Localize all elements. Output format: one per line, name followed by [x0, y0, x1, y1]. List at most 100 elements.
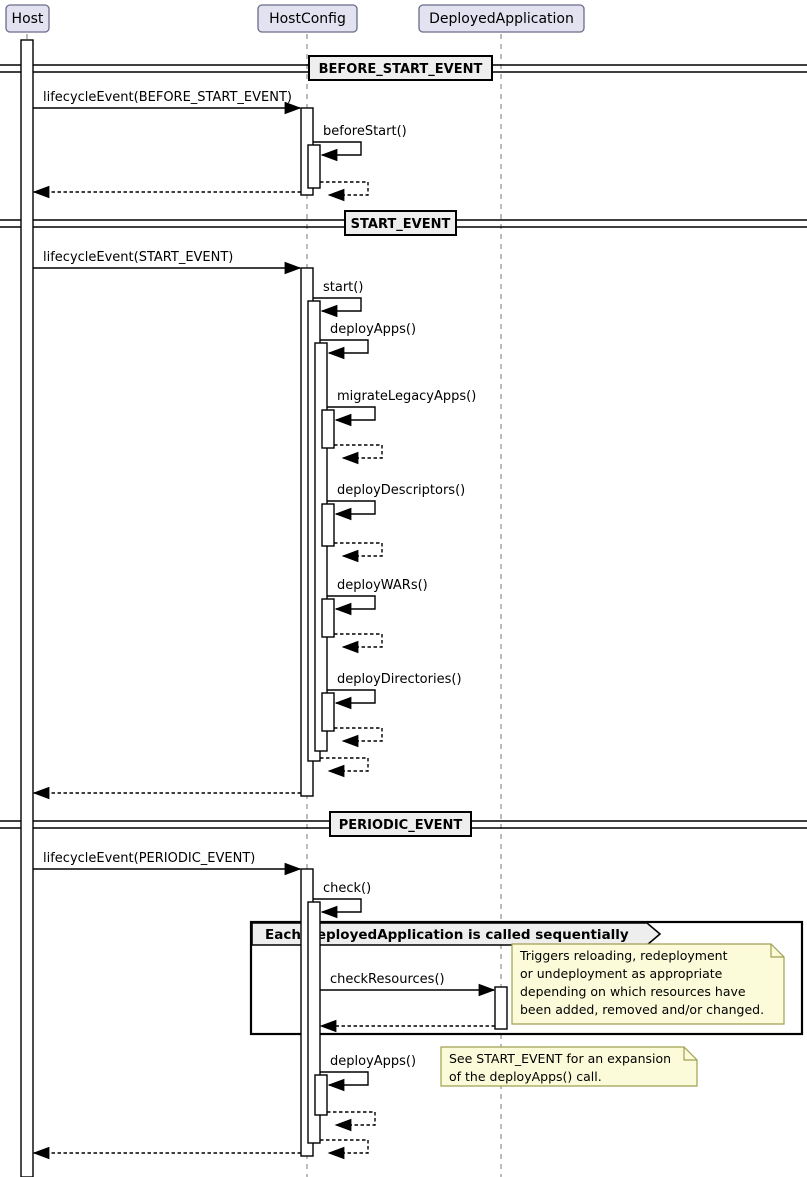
self-call-path [320, 339, 369, 360]
message-0: lifecycleEvent(BEFORE_START_EVENT) [33, 90, 302, 115]
note-checkresources: Triggers reloading, redeployment or undep… [511, 943, 785, 1025]
message-10 [334, 542, 383, 563]
note-body [440, 1046, 698, 1087]
message-label: deployWARs() [337, 578, 428, 593]
message-12 [334, 633, 383, 654]
self-call-path [313, 141, 362, 162]
message-14 [334, 727, 383, 748]
participant-box[interactable] [5, 4, 50, 33]
message-label: deployDirectories() [337, 672, 462, 687]
message-15 [320, 757, 369, 778]
activation-bar-hostconfig-10 [321, 692, 335, 732]
notes-layer: Triggers reloading, redeployment or undep… [440, 943, 785, 1087]
self-call-path [327, 1111, 376, 1132]
divider-1: START_EVENT [0, 210, 807, 236]
participant-label: HostConfig [269, 11, 346, 27]
divider-box [344, 210, 457, 236]
activation-bar-hostconfig-13 [314, 1074, 328, 1116]
participant-box[interactable] [418, 4, 585, 33]
message-4: lifecycleEvent(START_EVENT) [33, 250, 302, 275]
message-9: deployDescriptors() [327, 483, 465, 521]
message-label: lifecycleEvent(START_EVENT) [43, 250, 233, 265]
message-23 [320, 1139, 369, 1160]
activation-bar-hostconfig-6 [314, 342, 328, 752]
divider-label: BEFORE_START_EVENT [319, 62, 483, 77]
activation-bar-hostconfig-9 [321, 598, 335, 638]
self-call-path [334, 727, 383, 748]
note-line: or undeployment as appropriate [520, 966, 723, 981]
message-label: migrateLegacyApps() [337, 389, 476, 404]
message-18: check() [313, 881, 371, 919]
self-call-path [327, 406, 376, 427]
message-17: lifecycleEvent(PERIODIC_EVENT) [33, 851, 302, 876]
dividers-layer: BEFORE_START_EVENT START_EVENT PERIODIC_EV… [0, 55, 807, 837]
self-call-path [320, 1139, 369, 1160]
note-line: Triggers reloading, redeployment [519, 948, 728, 963]
participants-layer: Host HostConfig DeployedApplication [5, 4, 585, 33]
message-label: beforeStart() [323, 124, 407, 139]
self-call-path [327, 595, 376, 616]
self-call-path [320, 181, 369, 202]
self-call-path [327, 689, 376, 710]
message-label: start() [323, 280, 363, 295]
self-call-path [334, 444, 383, 465]
group-tab [251, 922, 662, 946]
message-label: checkResources() [330, 972, 445, 987]
message-21: deployApps() [320, 1054, 416, 1092]
message-1: beforeStart() [313, 124, 407, 162]
message-label: check() [323, 881, 371, 896]
self-call-path [334, 542, 383, 563]
divider-label: START_EVENT [351, 217, 451, 232]
divider-label: PERIODIC_EVENT [339, 818, 463, 833]
participant-host[interactable]: Host [5, 4, 50, 33]
message-8 [334, 444, 383, 465]
participant-hostconfig[interactable]: HostConfig [257, 4, 358, 33]
self-call-path [327, 500, 376, 521]
message-6: deployApps() [320, 322, 416, 360]
message-label: deployApps() [330, 322, 416, 337]
participant-deployedapplication[interactable]: DeployedApplication [418, 4, 585, 33]
message-22 [327, 1111, 376, 1132]
activation-bar-deployedapplication-14 [494, 986, 508, 1030]
message-7: migrateLegacyApps() [327, 389, 476, 427]
note-line: See START_EVENT for an expansion [449, 1051, 671, 1066]
self-call-path [320, 1071, 369, 1092]
participant-label: Host [12, 11, 44, 27]
note-line: been added, removed and/or changed. [520, 1002, 764, 1017]
activation-bar-hostconfig-7 [321, 409, 335, 449]
participant-label: DeployedApplication [429, 11, 574, 27]
message-5: start() [313, 280, 363, 318]
note-line: depending on which resources have [520, 984, 746, 999]
divider-2: PERIODIC_EVENT [0, 811, 807, 837]
self-call-path [313, 898, 362, 919]
message-2 [320, 181, 369, 202]
message-label: lifecycleEvent(BEFORE_START_EVENT) [43, 90, 292, 105]
activation-bar-host-0 [20, 39, 34, 1177]
group-frame: Each DeployedApplication is called seque… [249, 920, 804, 1036]
activation-bar-hostconfig-8 [321, 503, 335, 547]
note-fold [683, 1047, 697, 1061]
divider-0: BEFORE_START_EVENT [0, 55, 807, 81]
group-border [249, 920, 804, 1036]
message-13: deployDirectories() [327, 672, 462, 710]
participant-box[interactable] [257, 4, 358, 33]
group-frame-layer: Each DeployedApplication is called seque… [249, 920, 804, 1036]
self-call-path [313, 297, 362, 318]
messages-layer: lifecycleEvent(BEFORE_START_EVENT)before… [32, 90, 496, 1160]
note-body [511, 943, 785, 1025]
message-11: deployWARs() [327, 578, 428, 616]
divider-box [308, 55, 493, 81]
message-19: checkResources() [320, 972, 496, 997]
note-fold [770, 944, 784, 958]
self-call-path [320, 757, 369, 778]
divider-box [329, 811, 472, 837]
group-label: Each DeployedApplication is called seque… [265, 927, 629, 943]
activation-bars-layer [20, 39, 508, 1177]
self-call-path [334, 633, 383, 654]
message-label: deployDescriptors() [337, 483, 465, 498]
note-deployapps: See START_EVENT for an expansion of the d… [440, 1046, 698, 1087]
message-label: lifecycleEvent(PERIODIC_EVENT) [43, 851, 255, 866]
note-line: of the deployApps() call. [449, 1069, 602, 1084]
message-label: deployApps() [330, 1054, 416, 1069]
